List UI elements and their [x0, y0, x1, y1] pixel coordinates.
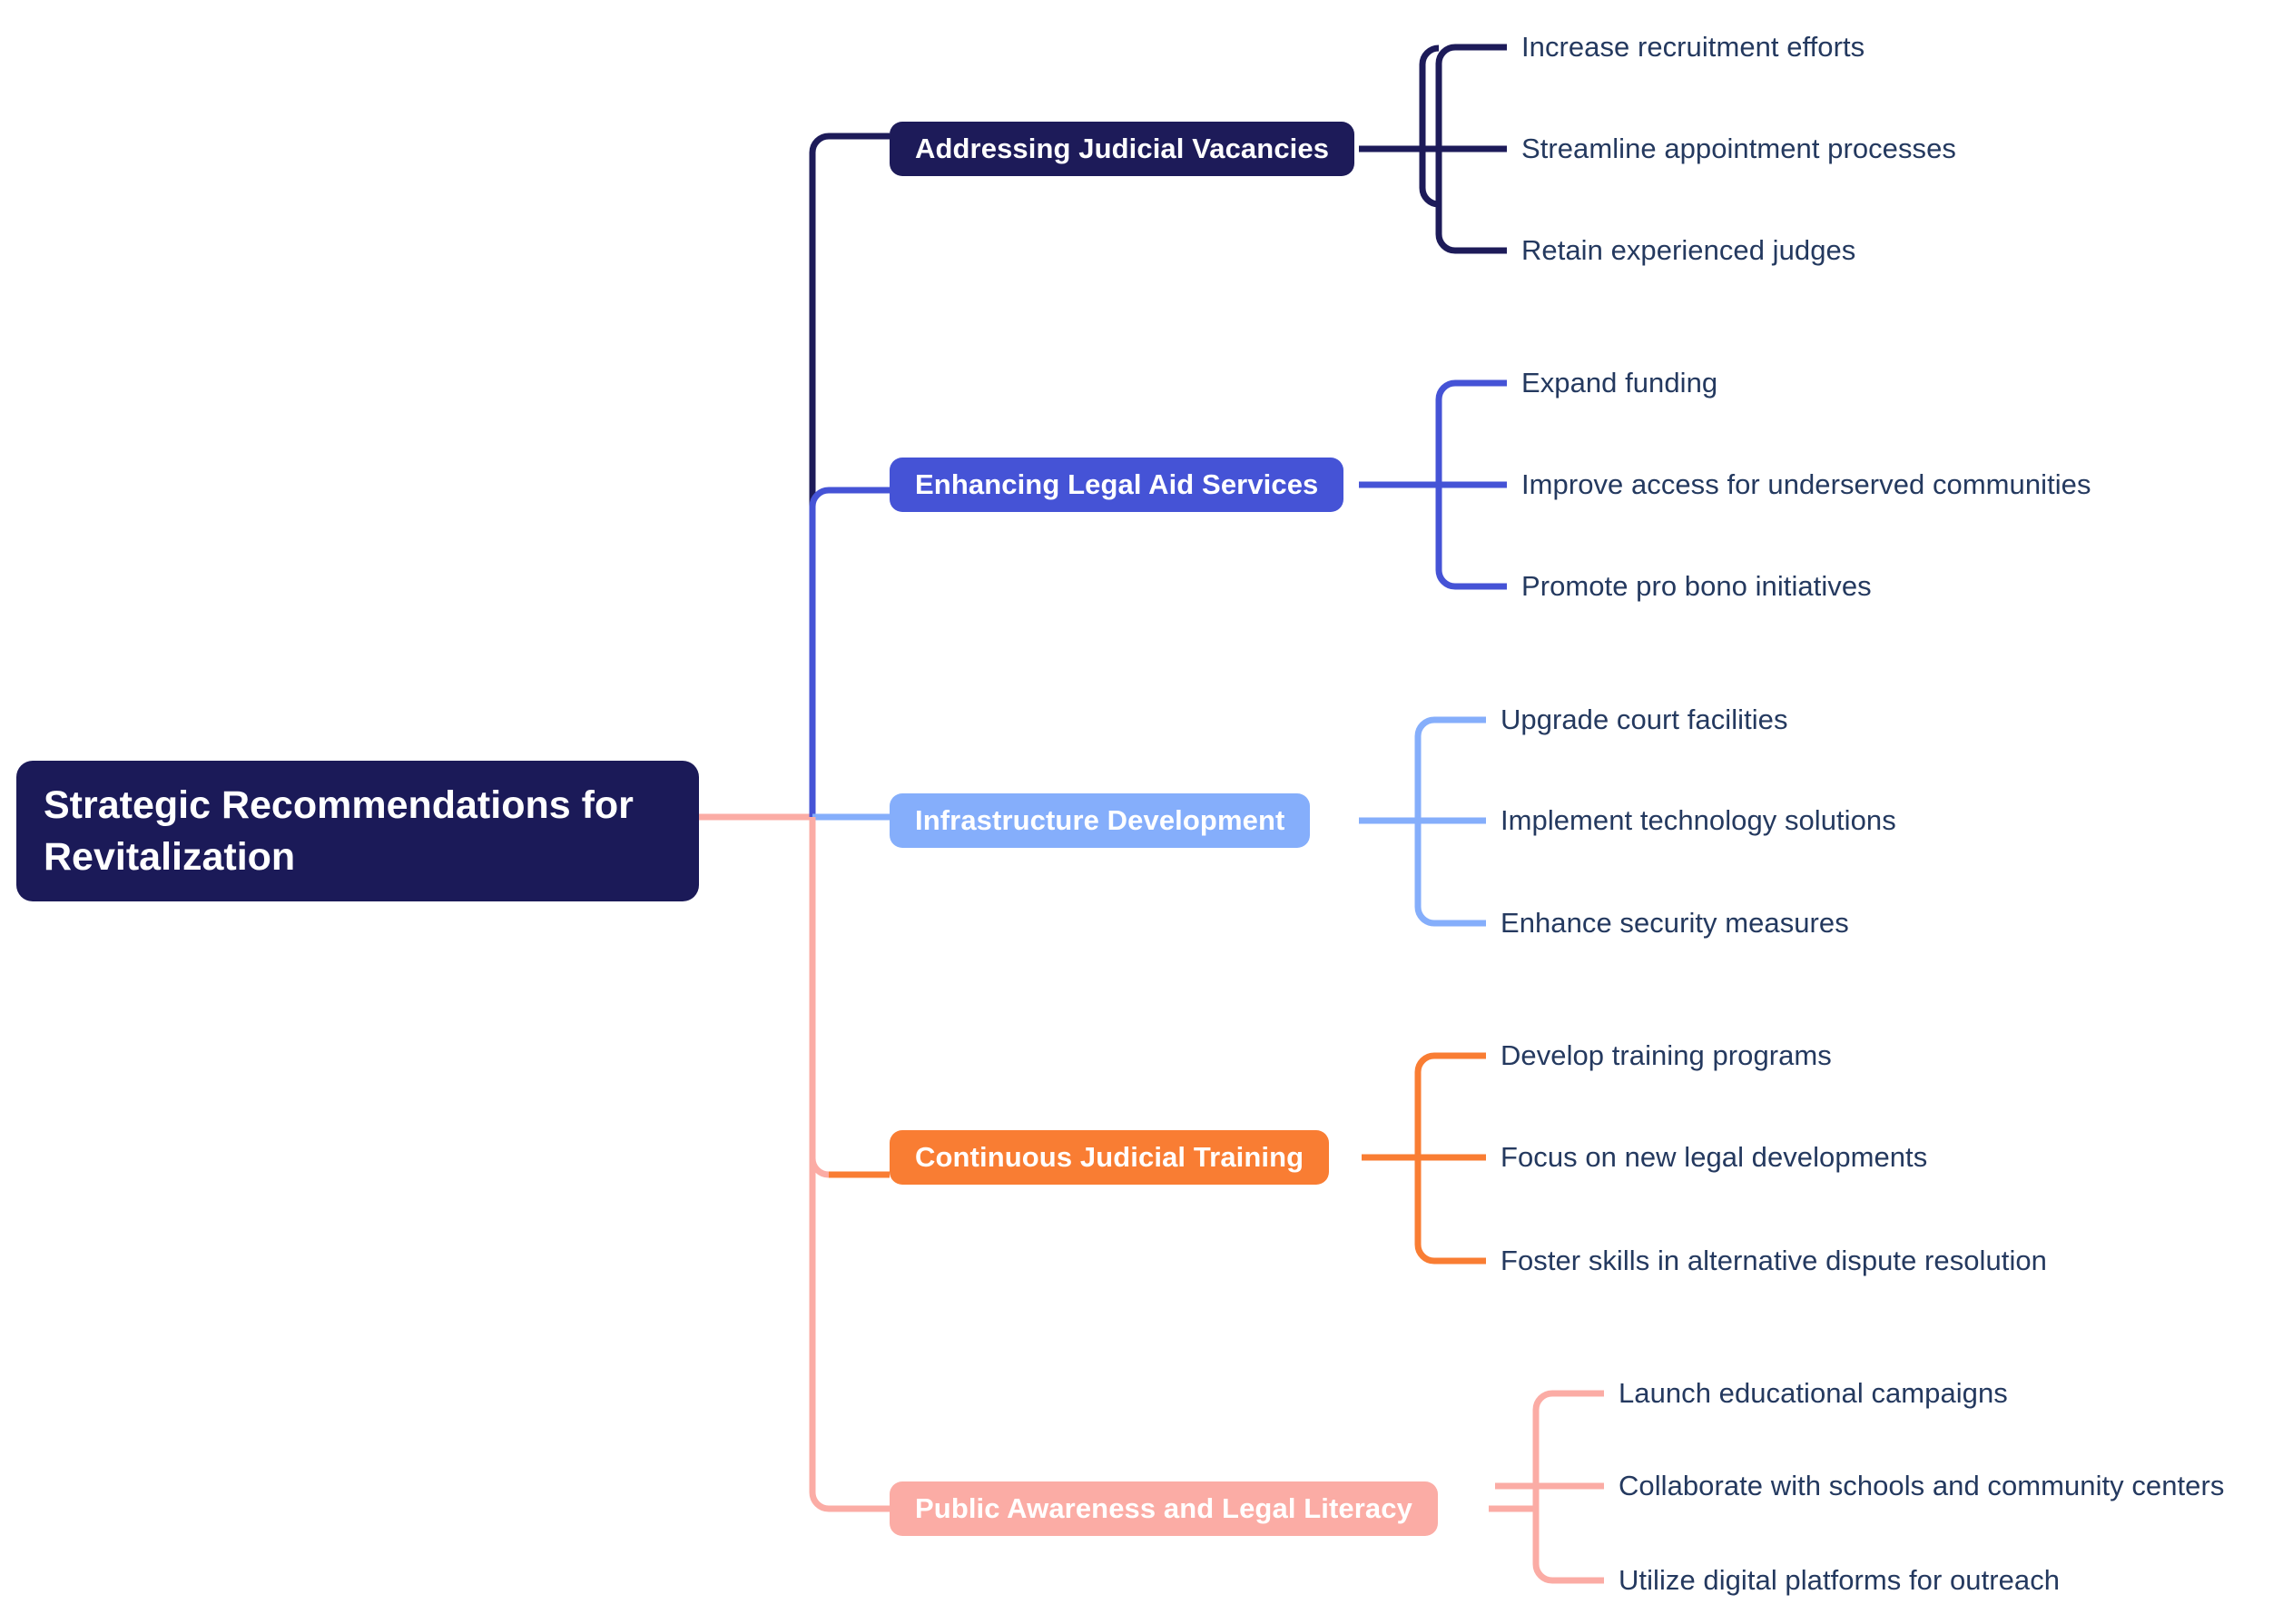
branch-node-label: Enhancing Legal Aid Services — [915, 468, 1319, 500]
branch-node-enhancing-legal-aid-services[interactable]: Enhancing Legal Aid Services — [890, 458, 1344, 512]
connector-bracket-branch-5-spine — [1532, 1390, 1553, 1584]
branch-node-continuous-judicial-training[interactable]: Continuous Judicial Training — [890, 1130, 1330, 1185]
leaf-node-3-2[interactable]: Implement technology solutions — [1501, 804, 1896, 836]
leaf-node-3-3[interactable]: Enhance security measures — [1501, 907, 1849, 939]
leaf-node-1-2[interactable]: Streamline appointment processes — [1521, 133, 1956, 164]
root-node-label: Strategic Recommendations for Revitaliza… — [44, 782, 634, 879]
leaf-node-4-1[interactable]: Develop training programs — [1501, 1039, 1832, 1071]
leaf-node-4-3[interactable]: Foster skills in alternative dispute res… — [1501, 1245, 2047, 1276]
connector-bracket-branch-1 — [1419, 44, 1440, 208]
root-node[interactable]: Strategic Recommendations for Revitaliza… — [16, 761, 699, 901]
branch-node-label: Addressing Judicial Vacancies — [915, 133, 1330, 164]
leaf-node-5-2[interactable]: Collaborate with schools and community c… — [1619, 1470, 2225, 1501]
branch-node-label: Infrastructure Development — [915, 804, 1285, 836]
leaf-node-1-3[interactable]: Retain experienced judges — [1521, 234, 1856, 266]
leaf-node-1-1[interactable]: Increase recruitment efforts — [1521, 31, 1865, 63]
connector-trunk-branch-2 — [809, 487, 890, 817]
leaf-node-2-1[interactable]: Expand funding — [1521, 367, 1718, 399]
branch-node-label: Continuous Judicial Training — [915, 1141, 1304, 1173]
connector-bracket-branch-2-spine — [1435, 379, 1456, 590]
connector-trunk-branch-5 — [809, 817, 890, 1512]
leaf-node-5-3[interactable]: Utilize digital platforms for outreach — [1619, 1564, 2061, 1596]
leaf-node-2-3[interactable]: Promote pro bono initiatives — [1521, 570, 1872, 602]
connector-trunk-branch-1 — [809, 133, 890, 817]
connector-bracket-branch-4-spine — [1414, 1052, 1435, 1265]
branch-node-public-awareness-and-legal-literacy[interactable]: Public Awareness and Legal Literacy — [890, 1481, 1438, 1536]
leaf-node-4-2[interactable]: Focus on new legal developments — [1501, 1141, 1928, 1173]
leaf-node-3-1[interactable]: Upgrade court facilities — [1501, 704, 1788, 735]
connector-trunk-branch-4 — [809, 817, 890, 1178]
connector-bracket-branch-1-spine — [1435, 44, 1456, 254]
connector-bracket-branch-3-spine — [1414, 716, 1435, 927]
leaf-node-2-2[interactable]: Improve access for underserved communiti… — [1521, 468, 2091, 500]
branch-node-addressing-judicial-vacancies[interactable]: Addressing Judicial Vacancies — [890, 122, 1355, 176]
leaf-node-5-1[interactable]: Launch educational campaigns — [1619, 1377, 2008, 1409]
branch-node-infrastructure-development[interactable]: Infrastructure Development — [890, 793, 1311, 848]
branch-node-label: Public Awareness and Legal Literacy — [915, 1492, 1412, 1524]
